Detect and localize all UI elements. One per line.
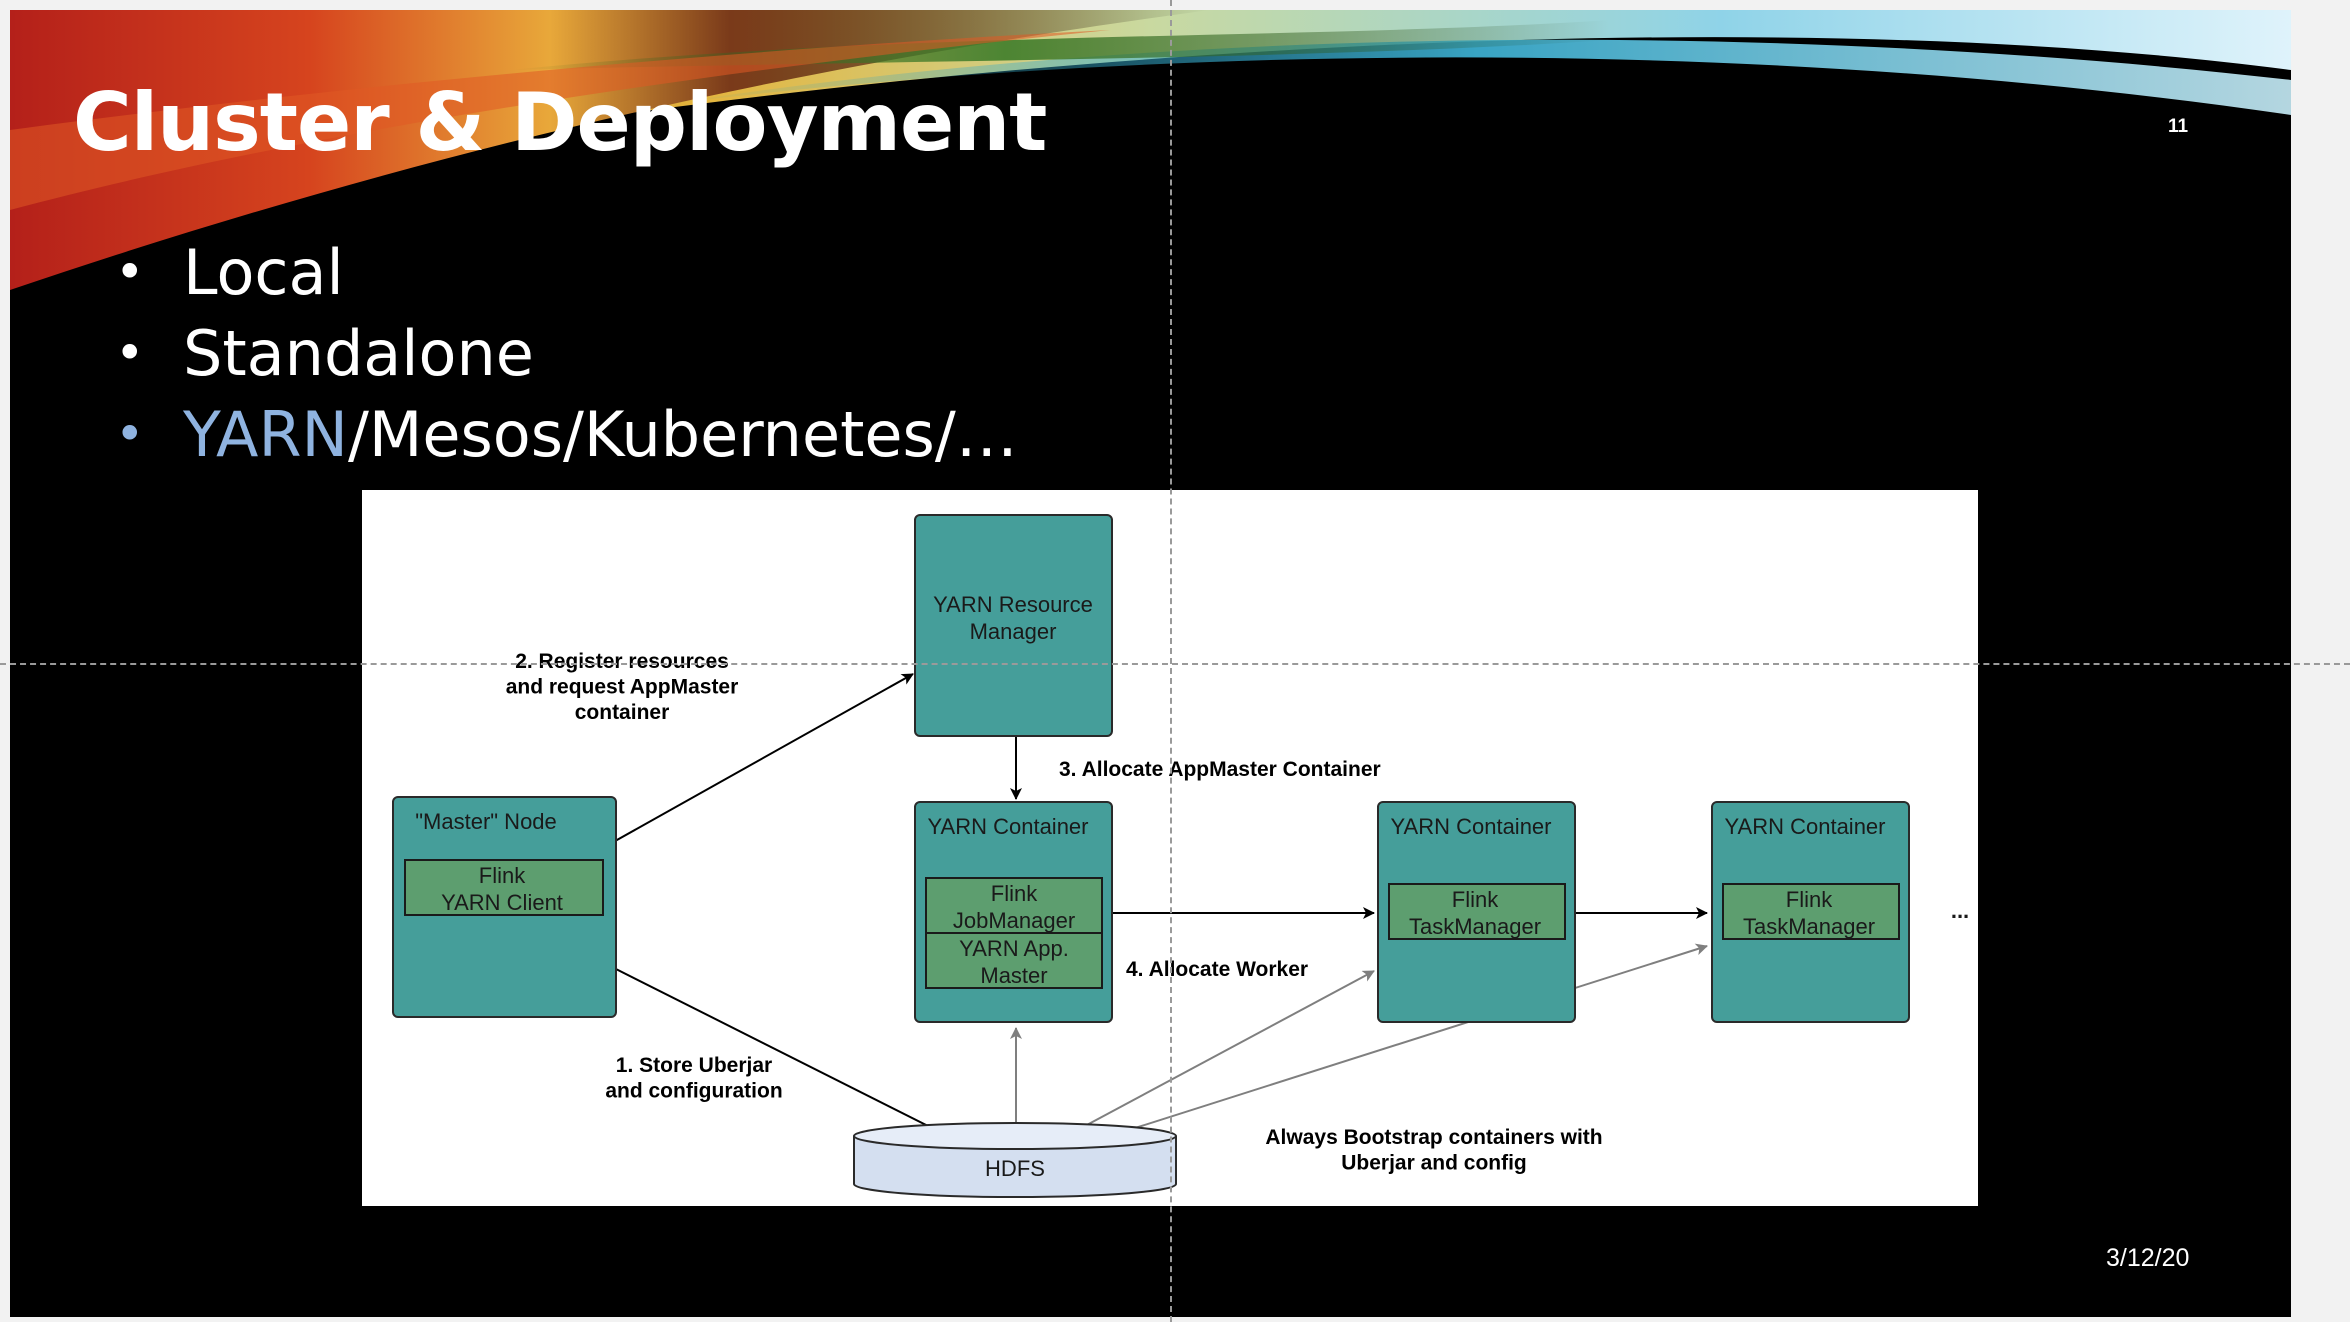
decorative-swoosh: [10, 10, 2291, 290]
bullet-text: Standalone: [183, 317, 534, 390]
flink-jobmanager-box: [925, 877, 1103, 934]
arrow-store-uberjar: [607, 964, 947, 1136]
flink-taskmanager-1-box: [1388, 883, 1566, 940]
worker-1-title: YARN Container: [1391, 814, 1552, 839]
hdfs-label: HDFS: [985, 1156, 1045, 1181]
arrow-register-resources: [607, 673, 914, 846]
bullet-list: • Local • Standalone • YARN/Mesos/Kubernete…: [115, 232, 1018, 475]
bullet-glyph: •: [115, 243, 145, 301]
slide-date: 3/12/20: [2106, 1244, 2190, 1272]
worker-2-title: YARN Container: [1725, 814, 1886, 839]
slide-number: 11: [2168, 116, 2189, 137]
bullet-item: • YARN/Mesos/Kubernetes/…: [115, 394, 1018, 475]
bullet-glyph: •: [115, 405, 145, 463]
hdfs-store: HDFS: [853, 1122, 1177, 1198]
bullet-glyph: •: [115, 324, 145, 382]
flink-taskmanager-2-box: [1722, 883, 1900, 940]
flink-yarn-client-box: [404, 859, 604, 916]
yarn-app-master-box: [925, 932, 1103, 989]
appmaster-container-title: YARN Container: [928, 814, 1089, 839]
arrow-bootstrap-worker-1: [1069, 970, 1375, 1135]
more-containers-ellipsis: ...: [1951, 898, 1969, 923]
bullet-text: Local: [183, 236, 344, 309]
bullet-item: • Standalone: [115, 313, 1018, 394]
slide: Cluster & Deployment 11 • Local • Standalo…: [10, 10, 2291, 1317]
label-allocate-worker: 4. Allocate Worker: [1126, 958, 1308, 981]
bullet-item: • Local: [115, 232, 1018, 313]
label-allocate-appmaster: 3. Allocate AppMaster Container: [1059, 758, 1381, 781]
master-node-title: "Master" Node: [415, 809, 557, 834]
bullet-text: /Mesos/Kubernetes/…: [347, 398, 1018, 471]
bullet-highlight: YARN: [183, 398, 348, 471]
yarn-app-master-label: YARN App.Master: [959, 936, 1069, 988]
arrow-bootstrap-worker-2: [1109, 943, 1708, 1137]
slide-title: Cluster & Deployment: [73, 76, 1047, 169]
